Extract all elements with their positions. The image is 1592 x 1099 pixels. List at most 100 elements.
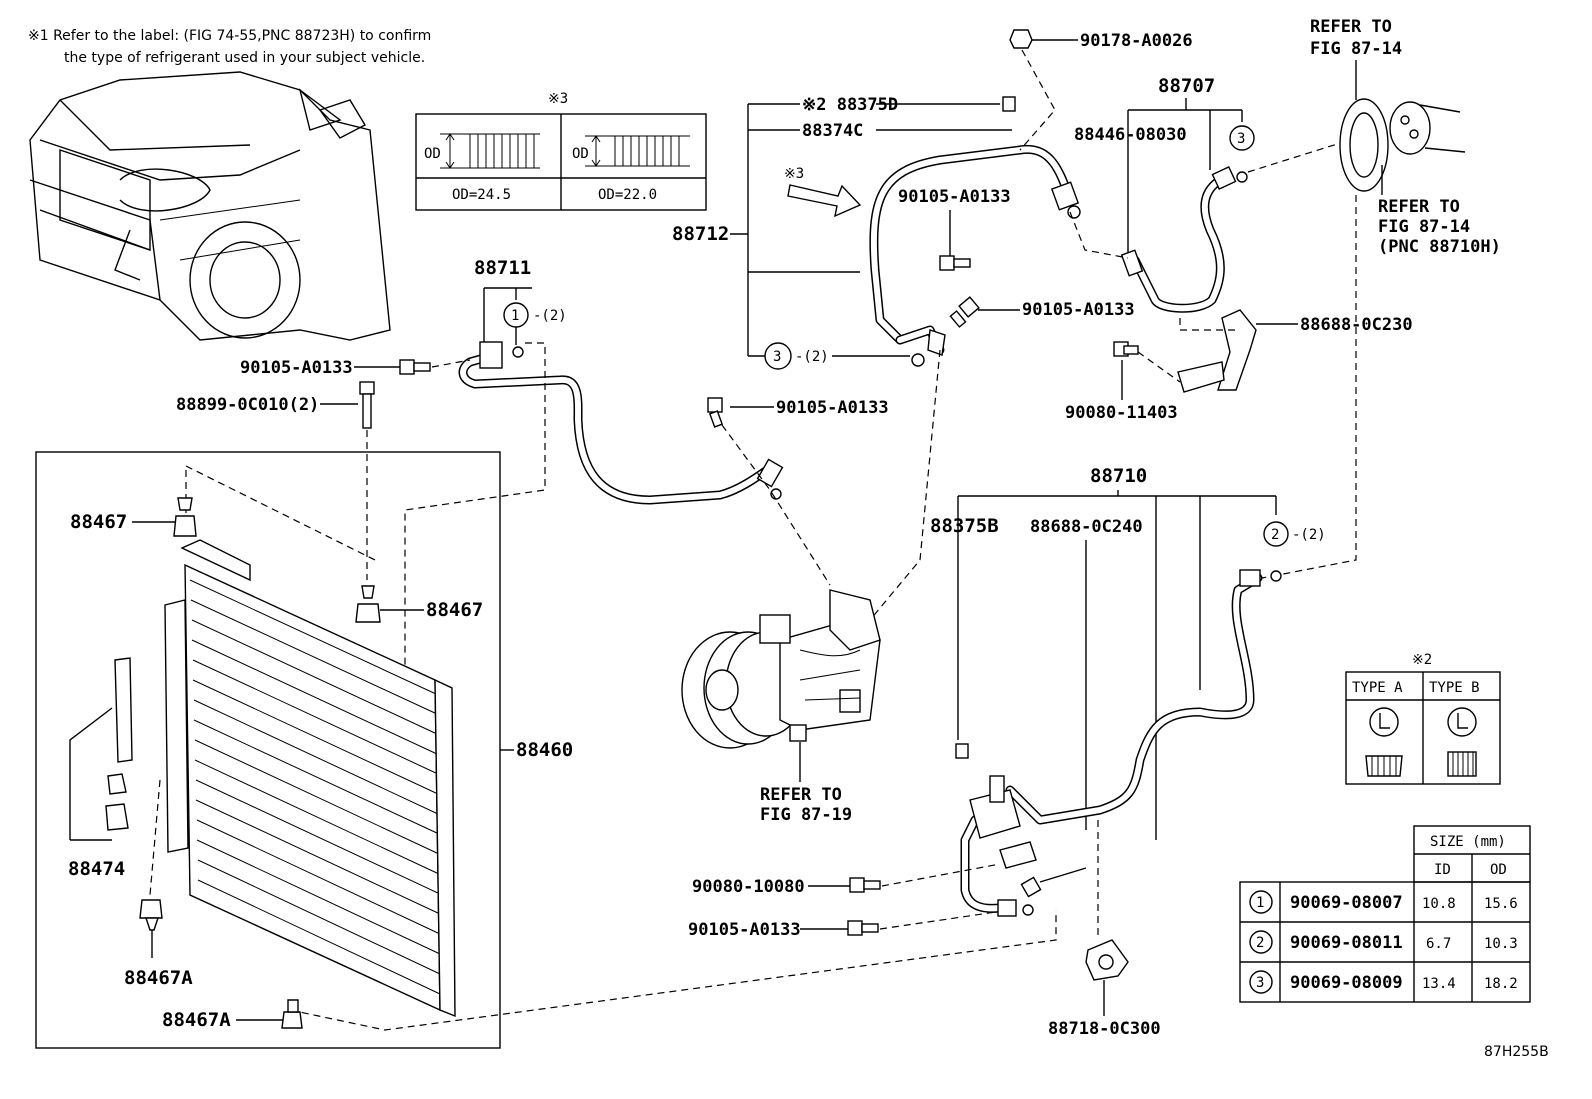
label-90080-11403[interactable]: 90080-11403 <box>1065 403 1178 423</box>
type-table: ※2 TYPE A TYPE B <box>1345 652 1501 785</box>
label-88710[interactable]: 88710 <box>1090 465 1147 487</box>
bolt-90105-comp-icon <box>707 397 724 428</box>
size-row-part[interactable]: 90069-08007 <box>1290 893 1403 913</box>
size-row-od: 18.2 <box>1484 976 1518 992</box>
label-88718-0c300[interactable]: 88718-0C300 <box>1048 1019 1161 1039</box>
inset-od-label-left: OD <box>424 146 441 162</box>
label-88467-right[interactable]: 88467 <box>426 599 483 621</box>
suction-hose-88712 <box>869 144 1081 367</box>
size-table-header: SIZE (mm) <box>1430 834 1506 850</box>
mount-88467a-bottom-icon <box>281 999 303 1029</box>
circle-2-88710: 2 <box>1271 527 1279 543</box>
arrow-icon <box>787 184 862 218</box>
bolt-88688-0c240-icon <box>1020 876 1042 898</box>
label-88375d[interactable]: ※2 88375D <box>802 95 898 115</box>
liquid-hose-88711 <box>458 341 784 505</box>
valve-cap-88375b-icon <box>955 743 969 759</box>
size-row-num: 3 <box>1256 975 1264 991</box>
size-row-part[interactable]: 90069-08009 <box>1290 973 1403 993</box>
size-row-od: 10.3 <box>1484 936 1518 952</box>
size-row-num: 1 <box>1256 895 1264 911</box>
type-b-cap-icon <box>1447 707 1477 777</box>
size-row-od: 15.6 <box>1484 896 1518 912</box>
label-88707[interactable]: 88707 <box>1158 75 1215 97</box>
type-b-label: TYPE B <box>1429 680 1480 696</box>
size-row-num: 2 <box>1256 935 1264 951</box>
type-a-cap-icon <box>1365 707 1403 777</box>
note-line-1: ※1 Refer to the label: (FIG 74-55,PNC 88… <box>28 28 431 44</box>
label-88474[interactable]: 88474 <box>68 858 125 880</box>
label-90105-comp[interactable]: 90105-A0133 <box>776 398 889 418</box>
qty-3-left: -(2) <box>795 349 829 365</box>
stud-88899-icon <box>359 381 375 429</box>
size-row-part[interactable]: 90069-08011 <box>1290 933 1403 953</box>
clip-90178-icon <box>1009 29 1033 49</box>
circle-3-top: 3 <box>1237 131 1245 147</box>
od-244-pipe-icon <box>440 133 540 169</box>
size-row-id: 13.4 <box>1422 976 1456 992</box>
circle-3-left: 3 <box>773 349 781 365</box>
label-88711[interactable]: 88711 <box>474 257 531 279</box>
size-table-col-id: ID <box>1434 862 1451 878</box>
grommet-88467-right-icon <box>355 585 381 623</box>
label-90105-left[interactable]: 90105-A0133 <box>240 358 353 378</box>
label-88467a-bottom[interactable]: 88467A <box>162 1009 231 1031</box>
discharge-hose-88707 <box>1120 166 1237 313</box>
label-88460[interactable]: 88460 <box>516 739 573 761</box>
grommet-88467-left-icon <box>173 497 197 537</box>
bolt-90080-10080-icon <box>849 877 881 893</box>
inset-od-value-left: OD=24.5 <box>452 187 511 203</box>
mount-88467a-left-icon <box>139 899 163 931</box>
condenser <box>164 539 456 1018</box>
label-88375b[interactable]: 88375B <box>930 515 999 537</box>
ref-side-line-3: (PNC 88710H) <box>1378 237 1501 257</box>
note-line-2: the type of refrigerant used in your sub… <box>64 50 425 66</box>
size-row-id: 10.8 <box>1422 896 1456 912</box>
bolt-90105-top-icon <box>939 255 971 271</box>
mark-3-arrow: ※3 <box>784 166 804 182</box>
bolt-90080-11403-icon <box>1113 341 1139 357</box>
ref-top-line-2: FIG 87-14 <box>1310 39 1402 59</box>
inset-od-label-right: OD <box>572 146 589 162</box>
label-88712[interactable]: 88712 <box>672 223 729 245</box>
bolt-90105-left-icon <box>399 359 431 375</box>
label-90105-mid[interactable]: 90105-A0133 <box>1022 300 1135 320</box>
size-row-id: 6.7 <box>1426 936 1451 952</box>
inset-od-comparison: ※3 OD OD=24.5 OD OD=22.0 <box>415 91 707 211</box>
size-table-row: 2 90069-08011 6.7 10.3 <box>1249 930 1518 954</box>
vehicle-sketch <box>29 71 391 341</box>
inset-mark: ※3 <box>548 91 568 107</box>
label-88688-0c240[interactable]: 88688-0C240 <box>1030 517 1143 537</box>
label-88446-08030[interactable]: 88446-08030 <box>1074 125 1187 145</box>
figure-code: 87H255B <box>1484 1044 1549 1060</box>
label-88688-0c230[interactable]: 88688-0C230 <box>1300 315 1413 335</box>
size-table-row: 3 90069-08009 13.4 18.2 <box>1249 970 1518 994</box>
label-90105-bottom[interactable]: 90105-A0133 <box>688 920 801 940</box>
circle-1-88711: 1 <box>511 308 519 324</box>
label-90105-top[interactable]: 90105-A0133 <box>898 187 1011 207</box>
label-88374c[interactable]: 88374C <box>802 121 863 141</box>
size-table-col-od: OD <box>1490 862 1507 878</box>
clamp-88718-0c300-icon <box>1085 939 1129 981</box>
label-90080-10080[interactable]: 90080-10080 <box>692 877 805 897</box>
valve-cap-88375d-icon <box>1002 96 1016 112</box>
evaporator-connector-icon <box>1339 98 1466 192</box>
type-a-label: TYPE A <box>1352 680 1403 696</box>
label-88899-0c010[interactable]: 88899-0C010(2) <box>176 395 319 415</box>
clamp-88688-0c230-icon <box>1177 309 1257 393</box>
ref-side-line-2: FIG 87-14 <box>1378 217 1470 237</box>
ref-comp-line-1: REFER TO <box>760 785 842 805</box>
qty-2-88710: -(2) <box>1292 527 1326 543</box>
qty-1-88711: -(2) <box>533 308 567 324</box>
bolt-90105-bottom-icon <box>847 920 879 936</box>
label-90178-a0026[interactable]: 90178-A0026 <box>1080 31 1193 51</box>
inset-od-value-right: OD=22.0 <box>598 187 657 203</box>
liquid-line-88710 <box>960 569 1263 917</box>
bolt-90105-mid-icon <box>949 296 980 328</box>
label-88467a-left[interactable]: 88467A <box>124 967 193 989</box>
compressor <box>681 589 881 749</box>
label-88467-left[interactable]: 88467 <box>70 511 127 533</box>
seal-88474-icon <box>105 657 133 831</box>
ref-comp-line-2: FIG 87-19 <box>760 805 852 825</box>
